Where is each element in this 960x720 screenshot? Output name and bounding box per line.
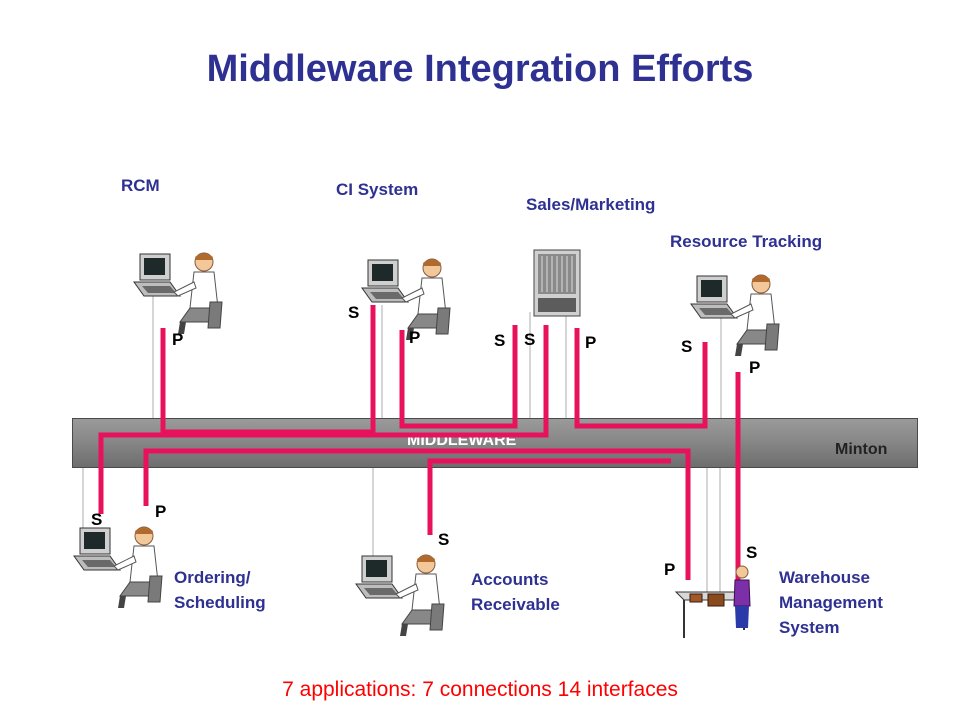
ci-workstation-icon bbox=[361, 258, 451, 341]
app-label-rcm: RCM bbox=[121, 176, 160, 195]
rcm-to-ci-connector bbox=[160, 305, 376, 435]
rcm-publish-marker: P bbox=[172, 330, 184, 349]
ordering-line-1: Ordering/ bbox=[174, 568, 251, 587]
warehouse-subscribe-marker: S bbox=[746, 543, 758, 562]
warehouse-publish-marker: P bbox=[664, 560, 676, 579]
warehouse-line-2: Management bbox=[779, 593, 883, 612]
slide-title: Middleware Integration Efforts bbox=[206, 48, 754, 90]
app-label-accounts-receivable: Accounts Receivable bbox=[471, 567, 560, 617]
accounts-line-2: Receivable bbox=[471, 595, 560, 614]
ordering-to-sales-connector bbox=[98, 325, 549, 514]
resource-publish-marker: P bbox=[749, 358, 761, 377]
sales-publish-marker: P bbox=[585, 333, 597, 352]
warehouse-line-1: Warehouse bbox=[779, 568, 871, 587]
sales-to-resource-connector bbox=[574, 328, 708, 429]
warehouse-worker-icon bbox=[674, 565, 751, 638]
warehouse-line-3: System bbox=[779, 618, 840, 637]
app-label-resource-tracking: Resource Tracking bbox=[670, 232, 823, 251]
resource-workstation-icon bbox=[690, 274, 780, 357]
summary-footer: 7 applications: 7 connections 14 interfa… bbox=[282, 678, 678, 701]
ordering-publish-marker: P bbox=[155, 502, 167, 521]
bus-owner-label: Minton bbox=[835, 441, 888, 458]
ci-subscribe-marker: S bbox=[348, 303, 360, 322]
ordering-to-warehouse-connector bbox=[143, 448, 691, 580]
ordering-workstation-icon bbox=[73, 526, 163, 609]
ordering-subscribe-marker: S bbox=[91, 510, 103, 529]
ordering-line-2: Scheduling bbox=[174, 593, 266, 612]
rcm-workstation-icon bbox=[133, 252, 223, 335]
ci-publish-marker: P bbox=[409, 328, 421, 347]
sales-server-icon bbox=[533, 249, 581, 317]
app-label-warehouse-management-system: Warehouse Management System bbox=[779, 565, 883, 640]
app-label-ci-system: CI System bbox=[336, 180, 419, 199]
resource-subscribe-marker: S bbox=[681, 337, 693, 356]
accounts-line-1: Accounts bbox=[471, 570, 549, 589]
sales-subscribe-marker-2: S bbox=[524, 330, 536, 349]
sales-subscribe-marker-1: S bbox=[494, 331, 506, 350]
accounts-subscribe-marker: S bbox=[438, 530, 450, 549]
app-label-sales-marketing: Sales/Marketing bbox=[526, 195, 656, 214]
app-label-ordering-scheduling: Ordering/ Scheduling bbox=[174, 565, 266, 615]
accounts-workstation-icon bbox=[355, 554, 445, 637]
ci-to-sales-connector bbox=[399, 325, 518, 429]
accounts-to-warehouse-connector bbox=[427, 458, 671, 535]
